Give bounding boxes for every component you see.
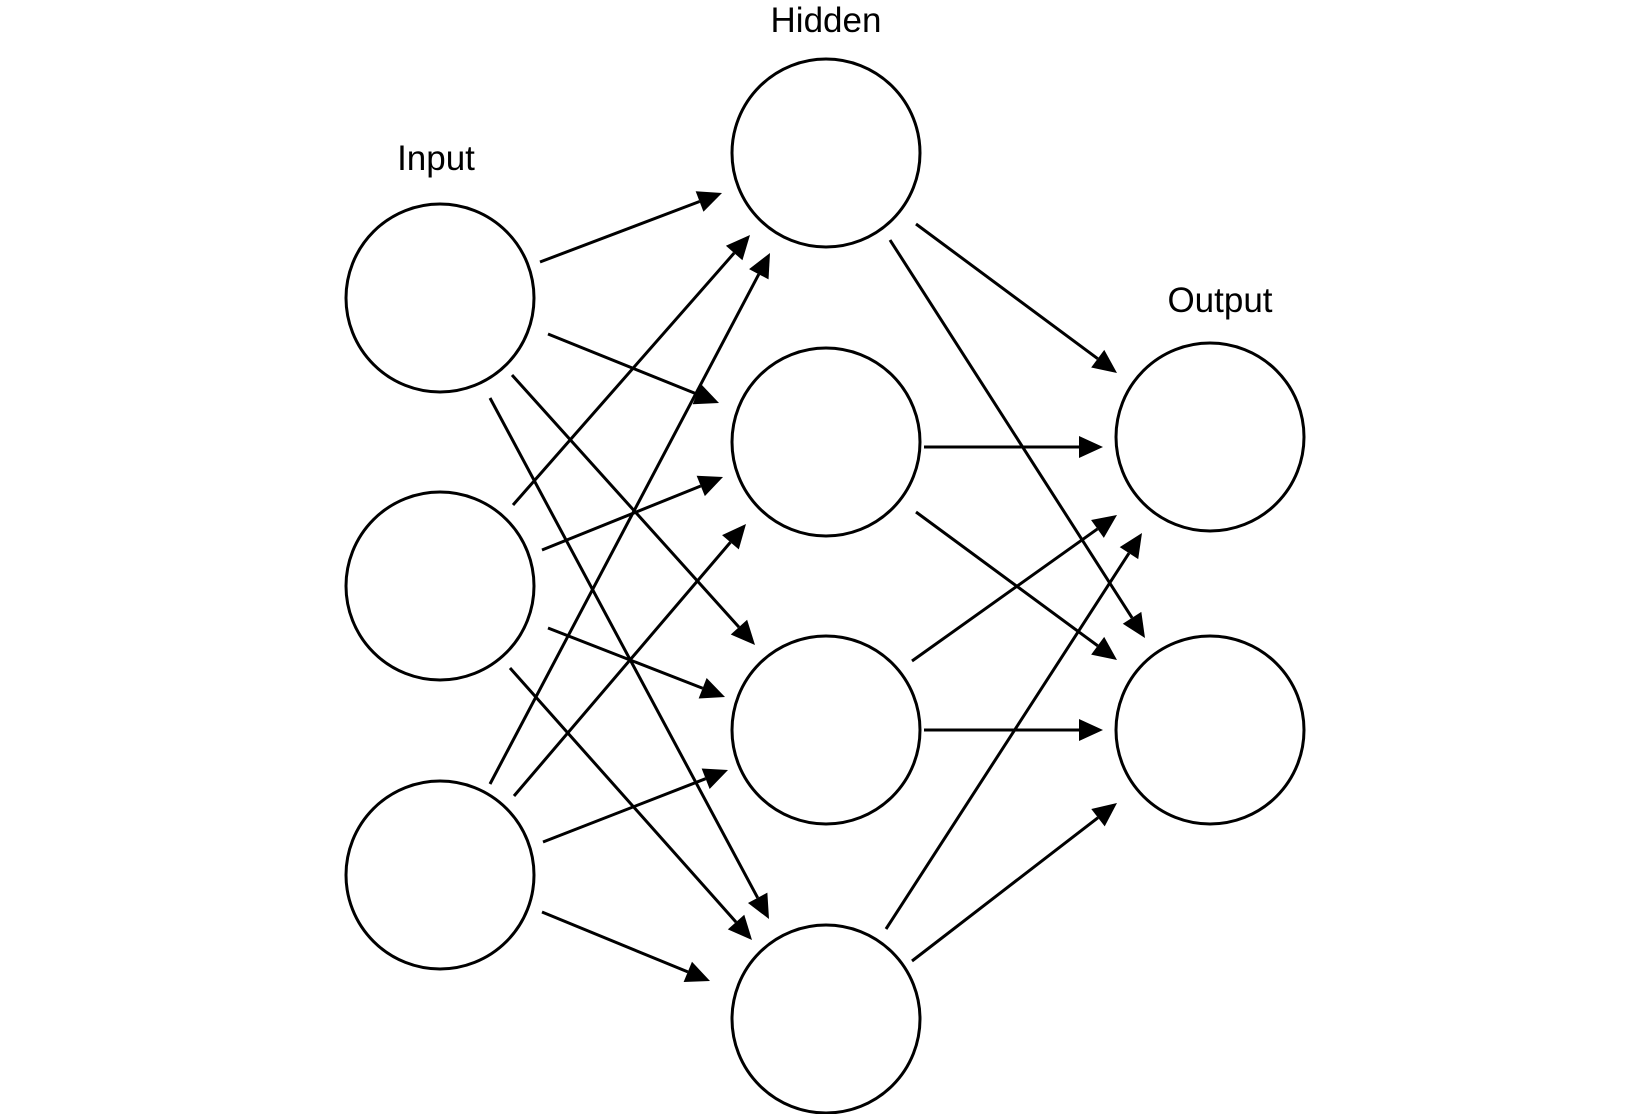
connection-line	[488, 273, 761, 785]
edge-input1-hidden1	[539, 191, 722, 264]
edge-hidden2-output2	[915, 510, 1117, 660]
connection-line	[911, 527, 1099, 663]
output-neuron-1	[1114, 341, 1306, 533]
output-layer-label: Output	[1167, 281, 1272, 320]
hidden-layer-label: Hidden	[771, 1, 882, 40]
edge-input3-hidden2	[512, 524, 746, 797]
edge-input3-hidden4	[541, 910, 710, 983]
connection-line	[511, 252, 736, 506]
hidden-neuron-3	[730, 634, 922, 826]
connection-line	[915, 222, 1099, 360]
edge-input1-hidden3	[510, 373, 755, 645]
input-neuron-3	[344, 779, 536, 971]
hidden-neuron-2	[730, 346, 922, 538]
edge-hidden3-output1	[911, 515, 1117, 663]
edge-input3-hidden3	[542, 768, 728, 844]
connection-line	[542, 777, 707, 844]
arrowhead	[1079, 436, 1103, 458]
connection-line	[508, 667, 738, 924]
connection-line	[884, 552, 1131, 930]
edge-hidden3-output2	[924, 719, 1103, 741]
edge-hidden2-output1	[924, 436, 1103, 458]
arrowhead	[1122, 611, 1145, 638]
edge-hidden1-output1	[915, 222, 1117, 373]
connection-line	[547, 332, 698, 396]
arrowhead	[730, 619, 755, 645]
input-neuron-1	[344, 202, 536, 394]
arrowhead	[1091, 803, 1117, 827]
arrowhead	[1091, 515, 1117, 538]
edge-hidden1-output2	[888, 239, 1145, 638]
edge-input2-hidden4	[508, 667, 752, 940]
arrowhead	[727, 914, 752, 940]
connection-line	[915, 510, 1099, 647]
input-layer	[344, 202, 536, 971]
hidden-neuron-4	[730, 923, 922, 1114]
arrowhead	[749, 253, 770, 280]
arrowhead	[701, 768, 728, 789]
arrowhead	[696, 475, 723, 497]
edge-input2-hidden3	[547, 626, 725, 699]
arrowhead	[1119, 533, 1142, 560]
output-neuron-2	[1114, 634, 1306, 826]
arrowhead	[1079, 719, 1103, 741]
arrowhead	[683, 961, 710, 983]
connection-line	[539, 200, 701, 264]
connection-line	[888, 239, 1134, 619]
connection-line	[911, 816, 1099, 963]
edge-input2-hidden1	[511, 235, 750, 506]
arrowhead	[747, 892, 769, 919]
arrowhead	[1091, 636, 1117, 660]
edge-hidden4-output2	[911, 803, 1117, 963]
edge-input3-hidden1	[488, 253, 770, 785]
connection-line	[541, 910, 689, 974]
input-layer-label: Input	[397, 139, 475, 178]
connection-line	[510, 373, 741, 629]
connection-line	[541, 484, 702, 552]
hidden-neuron-1	[730, 57, 922, 249]
hidden-layer	[730, 57, 922, 1114]
connection-line	[488, 397, 759, 899]
output-layer	[1114, 341, 1306, 826]
arrowhead	[725, 235, 750, 261]
arrowhead	[698, 678, 725, 699]
input-neuron-2	[344, 490, 536, 682]
arrowhead	[1091, 349, 1117, 373]
arrowhead	[695, 191, 722, 212]
arrowhead	[722, 524, 746, 550]
edge-hidden4-output1	[884, 533, 1142, 930]
connection-line	[512, 541, 732, 797]
edge-input2-hidden2	[541, 475, 723, 552]
connection-line	[547, 626, 704, 690]
connections	[488, 191, 1145, 983]
